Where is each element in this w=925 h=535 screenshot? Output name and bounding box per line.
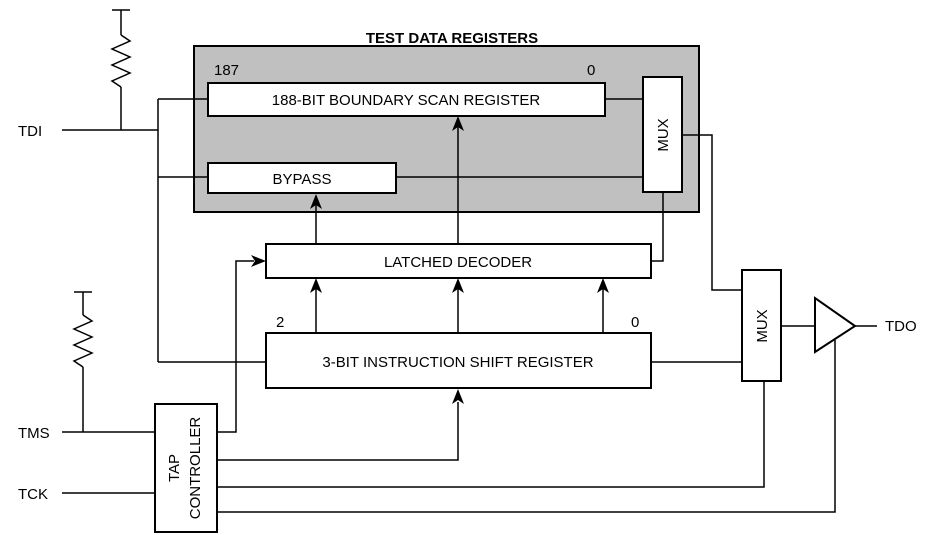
lower-mux-label: MUX [754,309,771,342]
tdi-signal-label: TDI [18,123,42,140]
tap-to-instruction-wire [217,402,459,461]
tdo-output-buffer [814,296,857,354]
instruction-shift-register [265,332,652,389]
decoder-to-mux-select-wire [651,192,664,262]
tms-pullup-resistor [72,291,94,432]
tck-signal-label: TCK [18,486,48,503]
upper-mux-label: MUX [655,118,672,151]
instruction-lsb-label: 0 [631,314,639,331]
test-data-registers-title: TEST DATA REGISTERS [366,30,538,47]
latched-decoder-label: LATCHED DECODER [384,254,532,271]
tap-controller-label-line2: CONTROLLER [187,417,204,520]
tdo-signal-label: TDO [885,318,917,335]
instruction-to-decoder-arrows [310,278,609,333]
tap-to-decoder-arrowhead [251,255,266,267]
bypass-register-label: BYPASS [273,171,332,188]
tdi-wiring [62,98,266,363]
decoder-to-registers-wiring [310,116,464,244]
boundary-scan-register [207,82,606,117]
instruction-msb-label: 2 [276,314,284,331]
tap-controller-label-line1: TAP [166,454,183,482]
bypass-register [207,162,397,194]
tap-to-instruction-arrowhead [452,389,464,404]
boundary-scan-register-label: 188-BIT BOUNDARY SCAN REGISTER [272,92,541,109]
tap-controller [154,403,218,533]
boundary-lsb-label: 0 [587,62,595,79]
upper-mux-to-lower-mux-wire [682,134,742,291]
upper-mux [642,76,683,193]
tap-to-decoder-wire [217,260,254,433]
instruction-shift-register-label: 3-BIT INSTRUCTION SHIFT REGISTER [322,354,593,371]
tap-to-lower-mux-wire [217,381,765,488]
tms-signal-label: TMS [18,425,50,442]
tap-to-buffer-enable-wire [217,340,836,513]
boundary-msb-label: 187 [214,62,239,79]
tdi-pullup-resistor [110,9,132,130]
